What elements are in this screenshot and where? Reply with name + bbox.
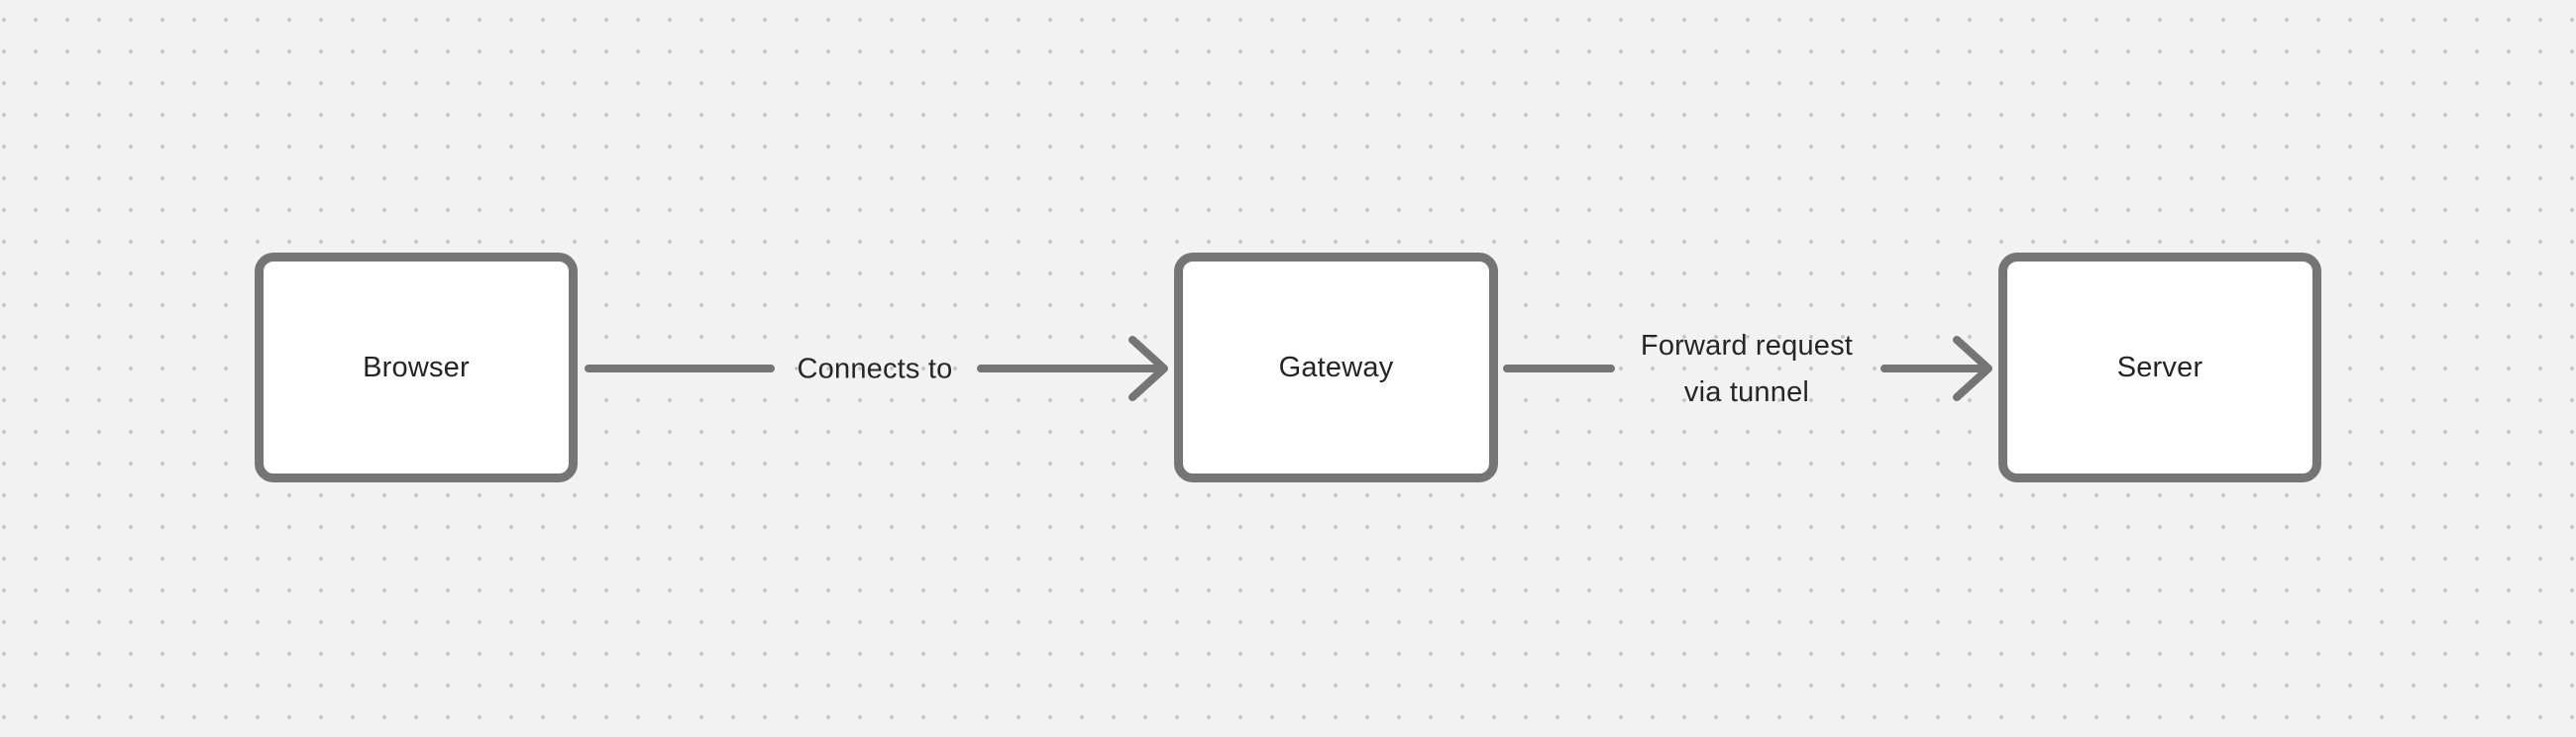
edge-label-connects-to[interactable]: Connects to xyxy=(798,347,953,393)
arrowhead-icon xyxy=(1128,336,1168,401)
node-gateway[interactable]: Gateway xyxy=(1174,253,1498,482)
edge-label-line: via tunnel xyxy=(1683,376,1810,408)
arrowhead-icon xyxy=(1953,336,1992,401)
node-gateway-label: Gateway xyxy=(1278,351,1394,383)
edge-label-line: Forward request xyxy=(1640,330,1854,362)
node-server-label: Server xyxy=(2116,351,2203,383)
edge-label-forward-request[interactable]: Forward request via tunnel xyxy=(1641,323,1853,416)
node-browser-label: Browser xyxy=(363,351,470,383)
node-server[interactable]: Server xyxy=(1998,253,2321,482)
edge-label-line: Connects to xyxy=(797,353,953,385)
node-browser[interactable]: Browser xyxy=(255,253,578,482)
